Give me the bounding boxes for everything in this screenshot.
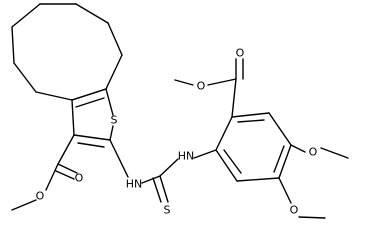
thiophene-ring	[71, 88, 114, 148]
chemical-structure-diagram: S O O HN HN S O O O O	[11, 3, 349, 219]
thiourea-nh-right-label: HN	[178, 150, 195, 163]
cyclooctane-ring	[11, 3, 123, 101]
ester2-ether-oxygen-label: O	[197, 80, 206, 93]
ester2-carbonyl-oxygen-label: O	[236, 47, 245, 60]
thiophene-sulfur-label: S	[111, 114, 118, 127]
thiourea-linker	[109, 139, 217, 203]
ester1-carbonyl-oxygen-label: O	[75, 172, 84, 185]
thiourea-sulfur-label: S	[164, 204, 171, 217]
methoxy-upper-oxygen-label: O	[309, 146, 318, 159]
methoxy-lower-oxygen-label: O	[290, 204, 299, 217]
ester1-ether-oxygen-label: O	[36, 190, 45, 203]
benzene-ester	[174, 58, 244, 118]
benzene-ring	[215, 112, 292, 182]
methoxy-groups	[278, 144, 349, 219]
thiophene-ester	[11, 134, 78, 211]
thiourea-nh-left-label: HN	[126, 178, 143, 191]
atom-labels: S O O HN HN S O O O O	[36, 47, 318, 217]
